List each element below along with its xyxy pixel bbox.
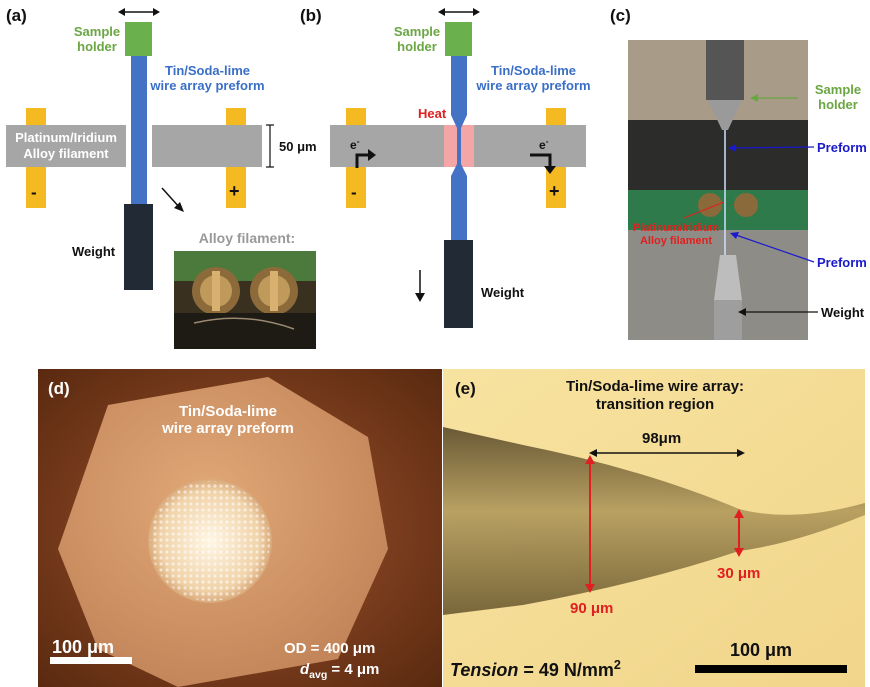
d-title-line1: Tin/Soda-lime — [178, 403, 278, 420]
e-length-arrow-left — [589, 449, 597, 457]
a-thickness-label: 50 μm — [279, 139, 317, 154]
c-preform-bottom-arrow-head — [730, 232, 739, 239]
b-electron-left: e- — [350, 136, 360, 152]
b-minus-sign: - — [351, 183, 357, 202]
sample-holder — [125, 22, 152, 56]
preform-micrograph — [38, 369, 442, 687]
e-tension-label: Tension = 49 N/mm2 — [450, 658, 621, 681]
e-length-arrow-right — [737, 449, 745, 457]
transition-micrograph — [443, 369, 865, 687]
a-preform-label: Tin/Soda-lime wire array preform — [140, 63, 275, 93]
e-title-line1: Tin/Soda-lime wire array: — [565, 378, 745, 395]
e-large-arrow-top — [585, 455, 595, 464]
b-electron-right: e- — [539, 136, 549, 152]
setup-photo — [628, 40, 808, 340]
a-weight-label: Weight — [72, 244, 116, 259]
a-plus-sign: + — [229, 181, 240, 201]
d-davg-symbol: d — [300, 661, 310, 678]
e-small-diameter-label: 30 μm — [717, 565, 761, 582]
a-filament-line1: Platinum/Iridium — [15, 130, 117, 145]
b-holder-arrow-right — [473, 8, 480, 16]
filament-left — [6, 125, 126, 167]
holder-arrow-left-head — [118, 8, 125, 16]
c-filament-line2: Alloy filament — [639, 235, 713, 247]
d-scalebar-label: 100 μm — [52, 637, 115, 657]
c-filament-label: Platinum/Iridium Alloy filament — [618, 222, 734, 248]
panel-a-diagram — [6, 8, 274, 290]
inset-pointer-arrow — [161, 187, 181, 209]
d-title-line2: wire array preform — [162, 420, 294, 437]
c-preform-top-arrow-head — [728, 144, 736, 152]
d-title: Tin/Soda-lime wire array preform — [128, 403, 328, 437]
e-length-label: 98μm — [642, 430, 682, 447]
a-inset-title: Alloy filament: — [198, 230, 296, 246]
holder-arrow-right-head — [153, 8, 160, 16]
c-preform-bottom-label: Preform — [817, 255, 867, 270]
b-electron-left-text: e — [350, 138, 357, 152]
alloy-filament-photo — [174, 251, 316, 349]
e-title: Tin/Soda-lime wire array: transition reg… — [540, 378, 770, 414]
b-weight-block — [444, 240, 473, 328]
c-sample-holder-line1: Sample — [814, 82, 862, 97]
c-preform-top-label: Preform — [817, 140, 867, 155]
c-holder-arrow-head — [750, 94, 758, 102]
e-scalebar-label: 100 μm — [730, 640, 793, 660]
b-down-arrow-head — [415, 293, 425, 302]
panel-e-label: (e) — [455, 379, 476, 398]
b-preform-line2: wire array preform — [476, 78, 591, 93]
b-plus-sign: + — [549, 181, 560, 201]
a-preform-line2: wire array preform — [150, 78, 265, 93]
panel-b-label: (b) — [300, 6, 322, 25]
c-filament-arrow — [683, 201, 725, 219]
b-preform-label: Tin/Soda-lime wire array preform — [466, 63, 601, 93]
e-tension-exponent: 2 — [613, 658, 621, 672]
b-electron-arrow-right — [530, 153, 552, 168]
d-davg-sub: avg — [309, 669, 328, 681]
c-preform-top-arrow — [733, 146, 815, 149]
e-small-arrow-top — [734, 509, 744, 518]
a-minus-sign: - — [31, 183, 37, 202]
b-heat-label: Heat — [418, 106, 447, 121]
d-davg-value: = 4 μm — [327, 661, 380, 678]
d-scalebar — [50, 657, 132, 664]
panel-b-diagram — [330, 8, 586, 328]
c-weight-arrow-head — [738, 308, 746, 316]
c-annotation-arrows — [683, 94, 818, 316]
c-sample-holder-line2: holder — [818, 97, 858, 112]
a-filament-line2: Alloy filament — [23, 146, 109, 161]
b-holder-arrow-left — [438, 8, 445, 16]
b-electron-arrow-right-head — [544, 166, 556, 174]
d-od-label: OD = 400 μm — [284, 640, 376, 657]
c-preform-bottom-arrow — [735, 234, 815, 263]
weight-block — [124, 204, 153, 290]
panel-c-label: (c) — [610, 6, 631, 25]
e-tension-value: = 49 N/mm — [518, 660, 614, 680]
a-preform-line1: Tin/Soda-lime — [165, 63, 250, 78]
c-weight-label: Weight — [821, 305, 865, 320]
e-large-diameter-label: 90 μm — [570, 600, 614, 617]
e-small-arrow-bottom — [734, 548, 744, 557]
c-sample-holder-label: Sample holder — [806, 82, 870, 112]
panel-a-label: (a) — [6, 6, 27, 25]
filament-right — [152, 125, 262, 167]
a-filament-label: Platinum/Iridium Alloy filament — [6, 130, 126, 162]
b-sample-holder-label: Sample holder — [393, 24, 441, 54]
panel-d-label: (d) — [48, 379, 70, 398]
b-electron-arrow-left — [355, 153, 370, 168]
b-electron-right-text: e — [539, 138, 546, 152]
b-electron-arrow-left-head — [368, 149, 376, 161]
e-tension-word: Tension — [450, 660, 519, 680]
c-filament-line1: Platinum/Iridium — [632, 222, 720, 234]
e-title-line2: transition region — [595, 396, 715, 413]
b-preform-line1: Tin/Soda-lime — [491, 63, 576, 78]
e-scalebar — [695, 665, 847, 673]
e-large-arrow-bottom — [585, 584, 595, 593]
b-sample-holder — [445, 22, 472, 56]
preform-fiber — [131, 54, 147, 206]
a-sample-holder-label: Sample holder — [73, 24, 121, 54]
inset-pointer-head — [174, 202, 184, 212]
b-weight-label: Weight — [481, 285, 525, 300]
d-davg-label: davg = 4 μm — [300, 661, 379, 681]
b-tapered-preform — [451, 54, 467, 242]
